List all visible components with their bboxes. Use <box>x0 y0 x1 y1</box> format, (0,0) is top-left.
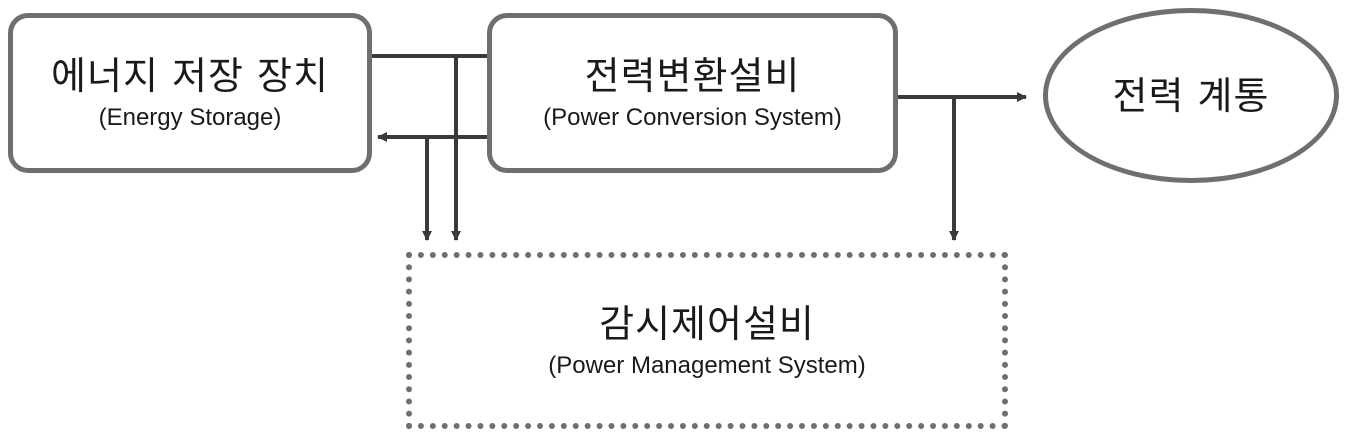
power-conversion-title: 전력변환설비 <box>584 54 801 98</box>
power-grid-node: 전력 계통 <box>1043 8 1339 183</box>
power-conversion-node: 전력변환설비 (Power Conversion System) <box>487 13 898 173</box>
power-grid-title: 전력 계통 <box>1112 73 1270 118</box>
power-management-title: 감시제어설비 <box>599 301 815 346</box>
energy-storage-subtitle: (Energy Storage) <box>98 104 282 131</box>
power-conversion-subtitle: (Power Conversion System) <box>543 104 842 131</box>
energy-storage-node: 에너지 저장 장치 (Energy Storage) <box>8 13 372 173</box>
power-management-node: 감시제어설비 (Power Management System) <box>406 252 1008 429</box>
energy-storage-title: 에너지 저장 장치 <box>51 54 329 98</box>
power-management-subtitle: (Power Management System) <box>548 351 866 379</box>
